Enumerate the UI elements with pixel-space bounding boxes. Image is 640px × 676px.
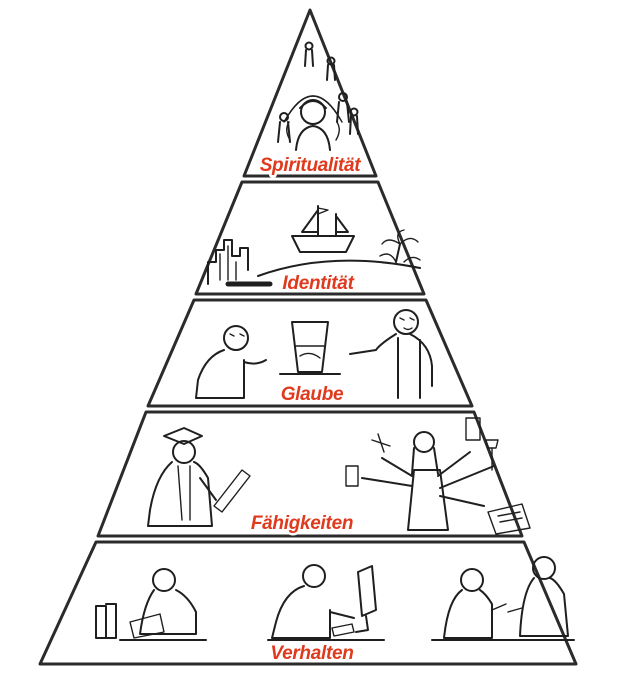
tier-5-outline [38, 540, 578, 666]
tier-top-outline [242, 8, 378, 178]
graduate-and-multitasking-person-sketch [147, 417, 531, 535]
halo-figure-with-followers-sketch [277, 41, 359, 151]
label-identitaet: Identität [282, 273, 354, 294]
label-spiritualitaet: Spiritualität [260, 155, 362, 176]
reading-working-talking-people-sketch [95, 556, 575, 641]
label-verhalten: Verhalten [270, 643, 353, 664]
sailing-ship-island-skyline-sketch [207, 205, 421, 287]
label-faehigkeiten: Fähigkeiten [251, 513, 353, 534]
tier-2-outline [194, 180, 426, 296]
label-glaube: Glaube [281, 384, 344, 405]
pyramid-tiers [38, 8, 578, 666]
tier-4-outline [96, 410, 524, 538]
level-labels: Spiritualität Identität Glaube Fähigkeit… [248, 153, 364, 667]
tier-3-outline [146, 298, 474, 408]
two-people-looking-at-glass-sketch [195, 309, 433, 399]
